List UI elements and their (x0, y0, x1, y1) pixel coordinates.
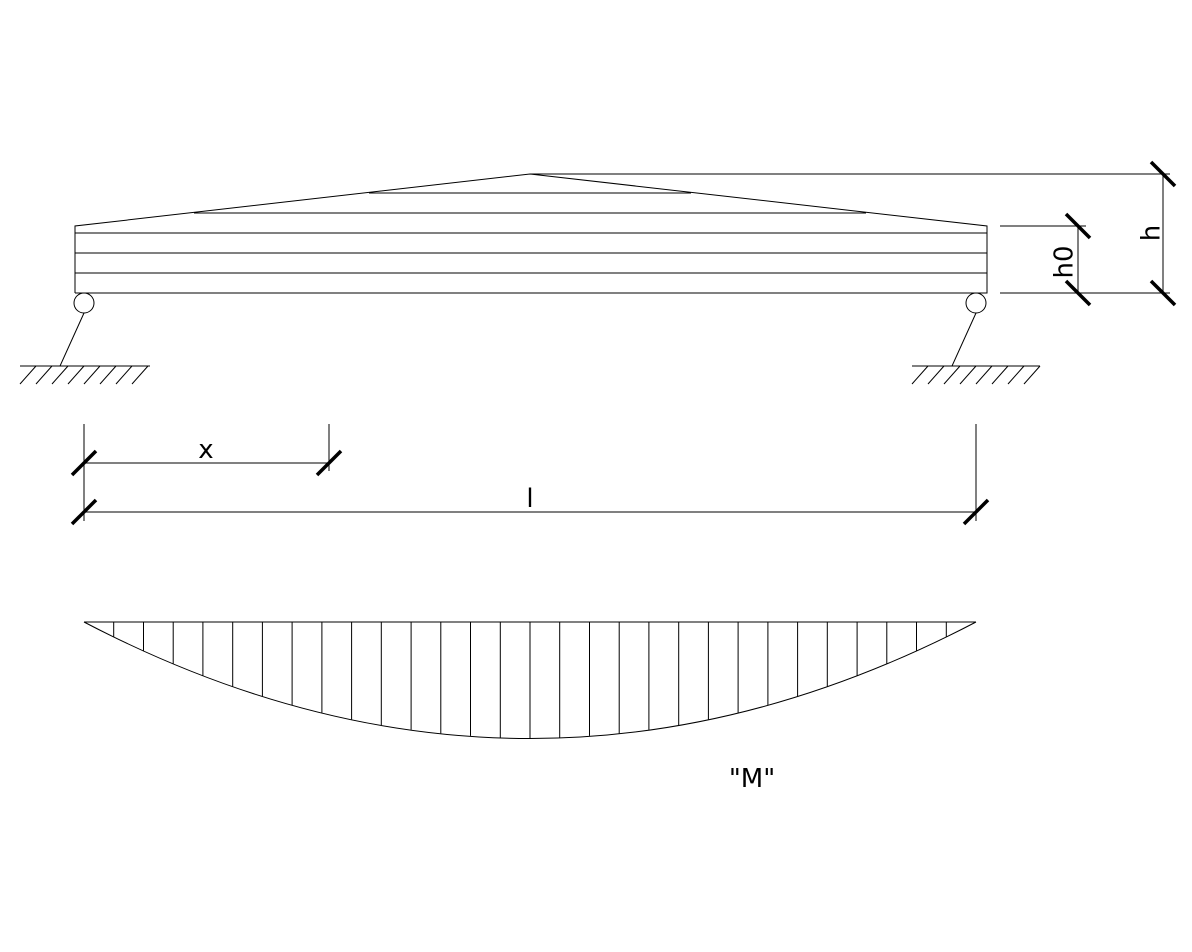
tick-mark (70, 498, 98, 526)
beam-outline (74, 173, 988, 294)
moment-curve (83, 621, 977, 739)
label-moment: "M" (729, 764, 775, 794)
tick-mark (1149, 279, 1177, 307)
tick-mark (70, 449, 98, 477)
tick-mark (962, 498, 990, 526)
beam (74, 173, 988, 294)
dimension-x: x (70, 424, 343, 521)
label-h: h (1137, 225, 1167, 241)
right-roller (965, 292, 987, 314)
left-ground-hatch (19, 365, 149, 385)
left-roller (73, 292, 95, 314)
moment-diagram: "M" (83, 621, 977, 794)
tick-mark (315, 449, 343, 477)
tick-mark (1064, 279, 1092, 307)
label-l: l (526, 484, 533, 514)
moment-hatch (113, 622, 947, 738)
dimension-h: h (530, 160, 1177, 307)
right-support (911, 292, 1041, 385)
dimension-l: l (70, 424, 990, 526)
label-x: x (198, 435, 213, 465)
right-ground-hatch (911, 365, 1041, 385)
left-support-triangle (59, 312, 108, 367)
left-support (19, 292, 150, 385)
right-support-triangle (951, 312, 1000, 367)
dimension-h0: h0 (1000, 212, 1092, 307)
label-h0: h0 (1050, 245, 1080, 278)
tick-mark (1064, 212, 1092, 240)
tick-mark (1149, 160, 1177, 188)
